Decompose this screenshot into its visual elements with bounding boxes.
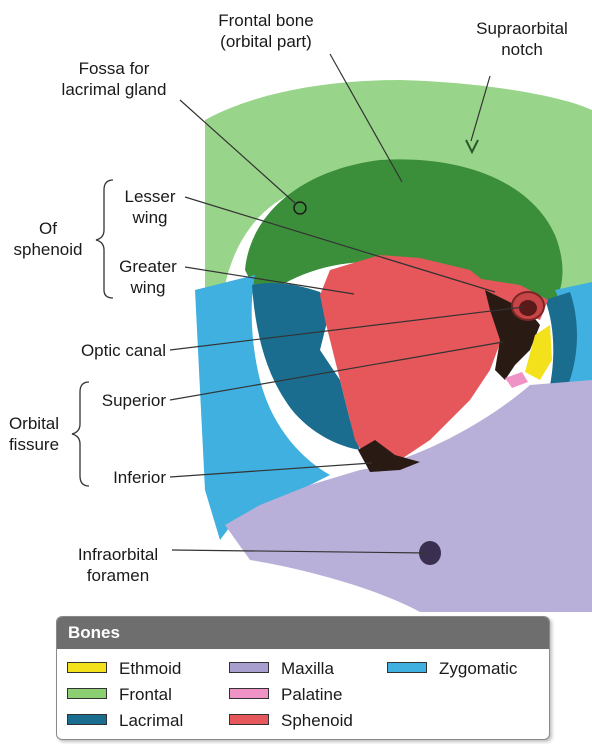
ethmoid-bone [525, 325, 552, 380]
palatine-bone [505, 372, 528, 388]
label-inferior: Inferior [113, 468, 166, 487]
line-frontal [329, 53, 403, 183]
legend-swatch-lacrimal [67, 714, 107, 726]
line-inferior [169, 462, 373, 478]
lacrimal-bone [252, 282, 360, 450]
line-supraorbital [470, 75, 491, 142]
label-superior: Superior [101, 391, 166, 410]
legend-swatch-zygomatic [387, 662, 427, 674]
fossa-marker [293, 201, 307, 215]
legend: Bones Ethmoid Frontal Lacrimal Maxilla P… [56, 616, 550, 740]
legend-swatch-ethmoid [67, 662, 107, 674]
optic-canal-inner [519, 300, 537, 316]
legend-item-maxilla: Maxilla [229, 659, 334, 679]
line-lesser-wing [184, 196, 496, 293]
legend-swatch-frontal [67, 688, 107, 700]
sphenoid-bone [320, 255, 505, 465]
frontal-bone-orbital [245, 159, 563, 300]
legend-swatch-palatine [229, 688, 269, 700]
label-optic-canal: Optic canal [80, 341, 166, 360]
lacrimal-bone-right [545, 292, 577, 392]
label-frontal-bone: Frontal bone(orbital part) [218, 11, 314, 51]
frontal-bone-outer [205, 80, 592, 300]
legend-item-lacrimal: Lacrimal [67, 711, 183, 731]
line-infraorbital [171, 549, 429, 554]
line-optic-canal [169, 306, 525, 351]
bracket-orbital-fissure [71, 381, 90, 487]
legend-item-sphenoid: Sphenoid [229, 711, 353, 731]
legend-swatch-sphenoid [229, 714, 269, 726]
legend-item-palatine: Palatine [229, 685, 342, 705]
leader-lines [169, 53, 525, 554]
bracket-sphenoid [95, 179, 114, 299]
infraorbital-foramen-hole [419, 541, 441, 565]
supraorbital-notch-mark [465, 139, 479, 155]
legend-item-ethmoid: Ethmoid [67, 659, 181, 679]
maxilla-bone [225, 380, 592, 612]
inferior-orbital-fissure [358, 440, 420, 472]
zygomatic-bone [195, 275, 330, 540]
legend-title: Bones [57, 617, 549, 649]
legend-swatch-maxilla [229, 662, 269, 674]
line-greater-wing [184, 266, 355, 295]
legend-item-frontal: Frontal [67, 685, 172, 705]
line-superior [169, 341, 504, 401]
legend-item-zygomatic: Zygomatic [387, 659, 517, 679]
line-fossa [179, 99, 297, 205]
